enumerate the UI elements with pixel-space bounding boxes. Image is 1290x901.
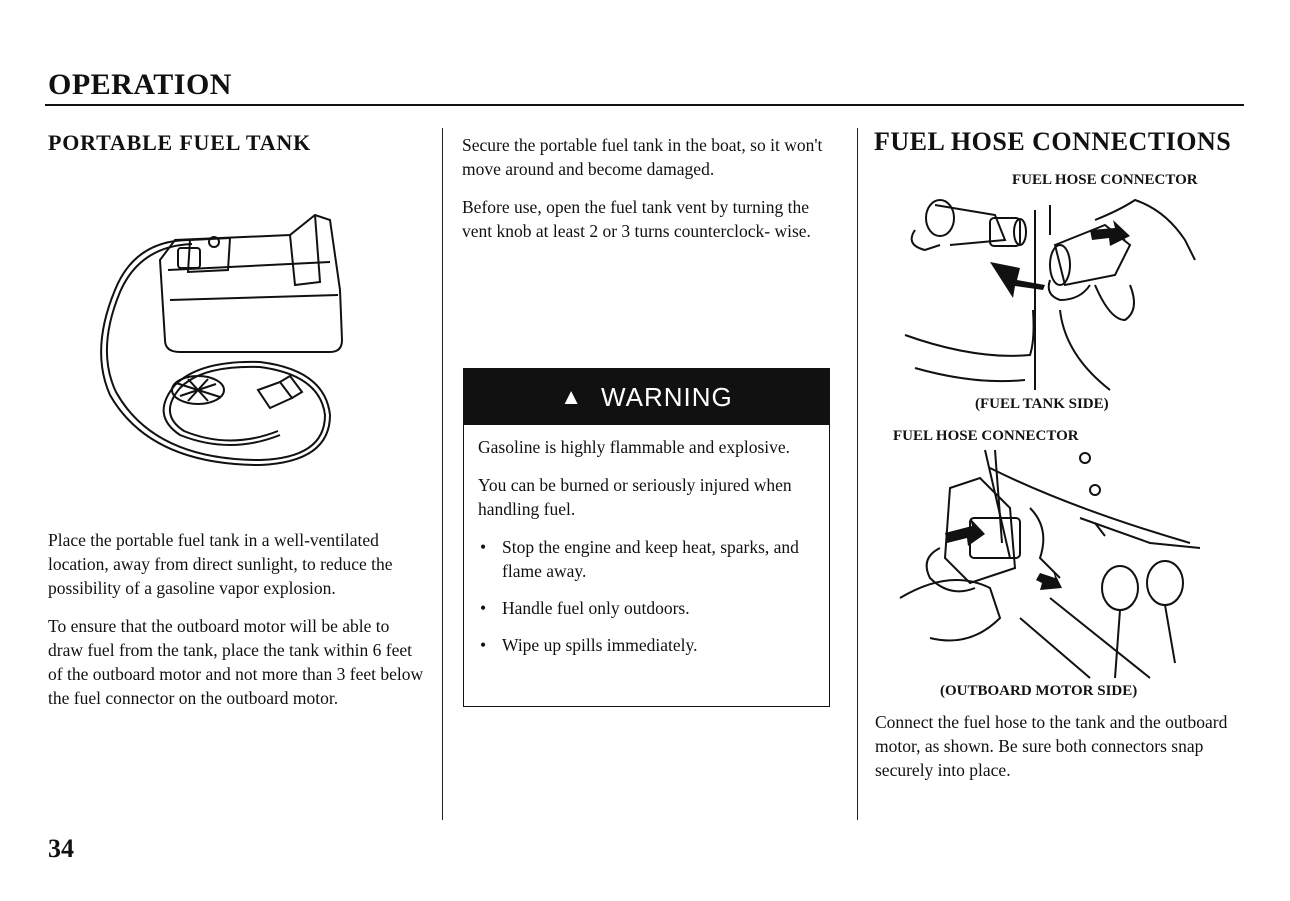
- fuel-tank-side-label: (FUEL TANK SIDE): [975, 396, 1109, 412]
- motor-side-connector-illustration: [899, 449, 1201, 679]
- warning-bullet: Stop the engine and keep heat, sparks, a…: [478, 535, 818, 583]
- warning-bullet-list: Stop the engine and keep heat, sparks, a…: [478, 535, 818, 657]
- middle-paragraph: Secure the portable fuel tank in the boa…: [462, 135, 823, 179]
- column-divider-1: [442, 128, 443, 820]
- middle-paragraph: Before use, open the fuel tank vent by t…: [462, 197, 811, 241]
- warning-title: WARNING: [601, 381, 733, 412]
- tank-side-connector-illustration: [904, 198, 1196, 391]
- right-body-text: Connect the fuel hose to the tank and th…: [875, 710, 1255, 796]
- fuel-hose-connections-heading: FUEL HOSE CONNECTIONS: [874, 127, 1232, 156]
- warning-line: You can be burned or seriously injured w…: [478, 475, 792, 519]
- warning-title-bar: ▲ WARNING: [464, 369, 829, 425]
- header-rule: [45, 104, 1244, 106]
- fuel-hose-connector-label-bottom: FUEL HOSE CONNECTOR: [893, 428, 1079, 444]
- warning-box: ▲ WARNING Gasoline is highly flammable a…: [463, 368, 830, 707]
- outboard-motor-side-label: (OUTBOARD MOTOR SIDE): [940, 683, 1138, 699]
- left-paragraph: To ensure that the outboard motor will b…: [48, 616, 424, 708]
- warning-bullet: Wipe up spills immediately.: [478, 633, 818, 657]
- warning-triangle-icon: ▲: [560, 384, 584, 409]
- right-paragraph: Connect the fuel hose to the tank and th…: [875, 712, 1228, 780]
- warning-body: Gasoline is highly flammable and explosi…: [478, 435, 818, 670]
- warning-line: Gasoline is highly flammable and explosi…: [478, 437, 791, 457]
- page-header-title: OPERATION: [48, 68, 232, 101]
- left-body-text: Place the portable fuel tank in a well-v…: [48, 528, 428, 724]
- portable-fuel-tank-heading: PORTABLE FUEL TANK: [48, 130, 312, 155]
- page-number: 34: [48, 834, 74, 863]
- column-divider-2: [857, 128, 858, 820]
- left-paragraph: Place the portable fuel tank in a well-v…: [48, 530, 393, 598]
- fuel-tank-illustration: [100, 213, 344, 467]
- fuel-hose-connector-label-top: FUEL HOSE CONNECTOR: [1012, 172, 1198, 188]
- middle-body-text: Secure the portable fuel tank in the boa…: [462, 133, 832, 257]
- warning-bullet: Handle fuel only outdoors.: [478, 596, 818, 620]
